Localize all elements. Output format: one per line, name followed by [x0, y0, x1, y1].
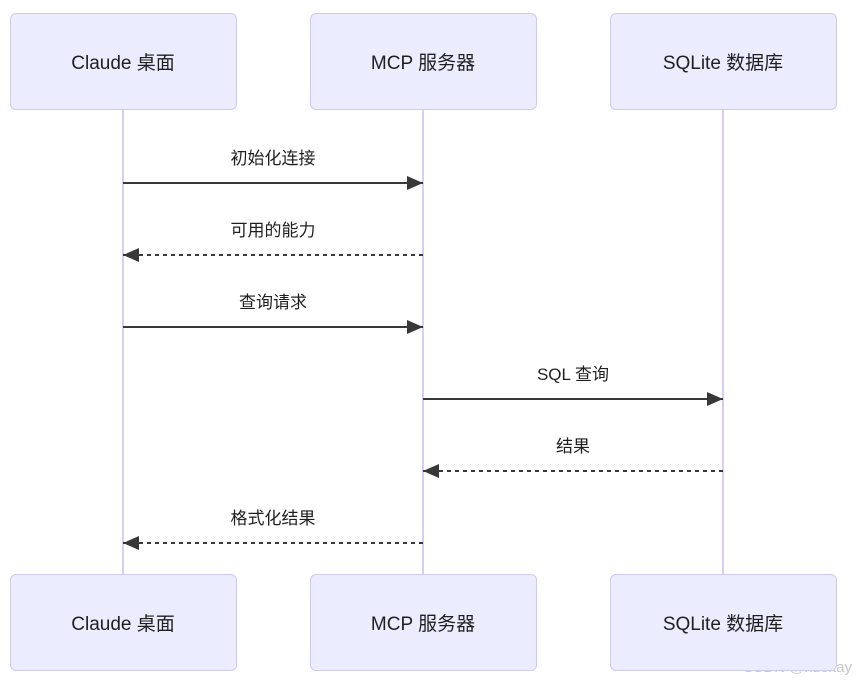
message-line-1: [123, 254, 423, 256]
arrowhead-left-icon: [123, 248, 139, 262]
lifeline-claude: [122, 110, 124, 574]
message-label-1: 可用的能力: [230, 221, 316, 240]
message-line-5: [123, 542, 423, 544]
actor-box-top-mcp: MCP 服务器: [309, 13, 537, 110]
message-label-3: SQL 查询: [536, 365, 610, 384]
message-line-3: [423, 398, 723, 400]
actor-box-top-claude: Claude 桌面: [9, 13, 237, 110]
message-label-0: 初始化连接: [230, 149, 316, 168]
arrowhead-right-icon: [407, 320, 423, 334]
arrowhead-left-icon: [423, 464, 439, 478]
actor-box-bottom-claude: Claude 桌面: [9, 574, 237, 671]
arrowhead-left-icon: [123, 536, 139, 550]
message-line-2: [123, 326, 423, 328]
message-line-0: [123, 182, 423, 184]
message-line-4: [423, 470, 723, 472]
actor-box-top-sqlite: SQLite 数据库: [609, 13, 837, 110]
lifeline-mcp: [422, 110, 424, 574]
arrowhead-right-icon: [407, 176, 423, 190]
message-label-5: 格式化结果: [230, 509, 316, 528]
message-label-2: 查询请求: [239, 293, 307, 312]
message-label-4: 结果: [556, 437, 590, 456]
lifeline-sqlite: [722, 110, 724, 574]
arrowhead-right-icon: [707, 392, 723, 406]
actor-box-bottom-sqlite: SQLite 数据库: [609, 574, 837, 671]
actor-box-bottom-mcp: MCP 服务器: [309, 574, 537, 671]
